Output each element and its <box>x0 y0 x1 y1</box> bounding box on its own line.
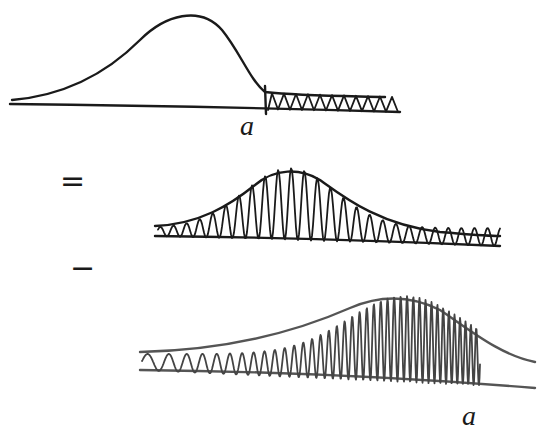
point-label: a <box>240 112 254 140</box>
cutoff-line <box>265 86 266 114</box>
point-label: a <box>462 402 476 430</box>
baseline <box>140 370 535 388</box>
baseline <box>10 104 400 112</box>
gaussian-envelope <box>12 16 385 100</box>
equals-sign: = <box>60 166 85 196</box>
oscillation <box>268 93 398 112</box>
minus-sign: − <box>70 253 95 283</box>
oscillation <box>158 168 500 246</box>
oscillation <box>142 296 480 385</box>
